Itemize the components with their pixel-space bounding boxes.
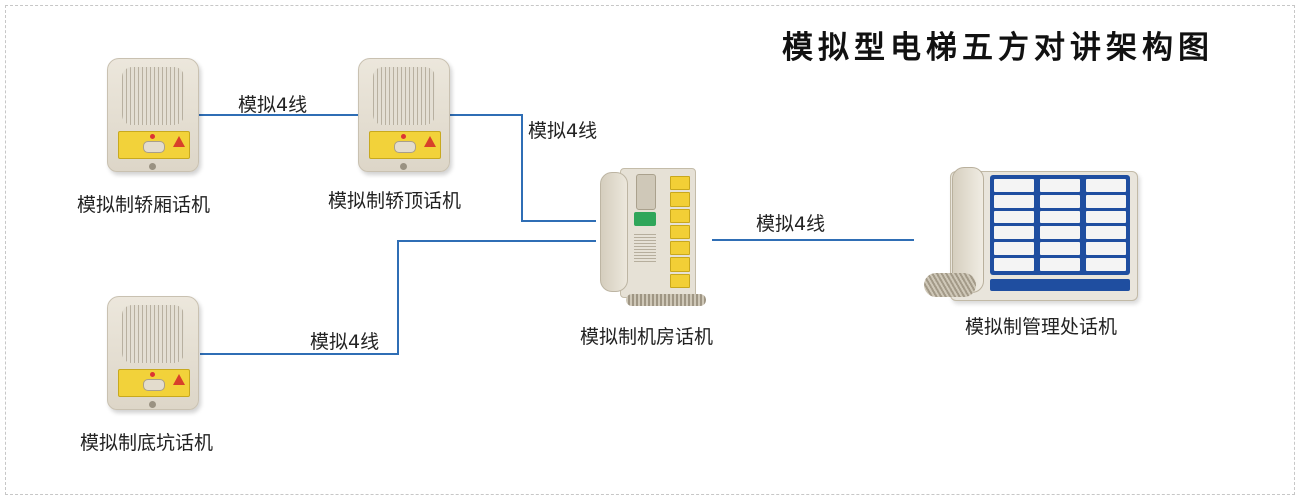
wire-label-room-to-mgmt: 模拟4线 <box>756 213 826 235</box>
diagram-title: 模拟型电梯五方对讲架构图 <box>782 30 1214 66</box>
speaker-grille <box>122 305 184 363</box>
machine-room-phone-label: 模拟制机房话机 <box>580 326 714 348</box>
management-phone-device <box>920 165 1140 305</box>
indicator-light <box>401 134 406 139</box>
call-plate <box>369 131 441 159</box>
handset-icon <box>952 167 984 293</box>
key-panel <box>990 175 1130 275</box>
wire-label-top-to-room: 模拟4线 <box>528 120 598 142</box>
warning-icon <box>173 374 185 385</box>
car-top-intercom-device <box>358 58 450 172</box>
label-strip <box>990 279 1130 291</box>
wire-label-pit-to-room: 模拟4线 <box>310 331 380 353</box>
hook-cradle <box>636 174 656 210</box>
handset-icon <box>600 172 628 292</box>
call-plate <box>118 131 190 159</box>
speaker-grille <box>634 232 656 262</box>
display-screen <box>634 212 656 226</box>
wire-label-car-to-top: 模拟4线 <box>238 94 308 116</box>
screw-icon <box>400 163 407 170</box>
warning-icon <box>424 136 436 147</box>
warning-icon <box>173 136 185 147</box>
coiled-cord <box>626 294 706 306</box>
pit-intercom-device <box>107 296 199 410</box>
wire-top-to-room <box>449 114 596 222</box>
coiled-cord <box>924 273 976 297</box>
key-column <box>670 176 690 288</box>
diagram-frame <box>5 5 1295 495</box>
speaker-grille <box>122 67 184 125</box>
car-top-intercom-label: 模拟制轿顶话机 <box>328 190 462 212</box>
indicator-light <box>150 134 155 139</box>
machine-room-phone-device <box>596 166 712 310</box>
call-button <box>143 379 165 391</box>
screw-icon <box>149 163 156 170</box>
pit-intercom-label: 模拟制底坑话机 <box>80 432 214 454</box>
indicator-light <box>150 372 155 377</box>
car-intercom-device <box>107 58 199 172</box>
screw-icon <box>149 401 156 408</box>
call-button <box>394 141 416 153</box>
wire-pit-to-room <box>200 240 596 355</box>
speaker-grille <box>373 67 435 125</box>
car-intercom-label: 模拟制轿厢话机 <box>77 194 211 216</box>
call-button <box>143 141 165 153</box>
call-plate <box>118 369 190 397</box>
management-phone-label: 模拟制管理处话机 <box>965 316 1118 338</box>
